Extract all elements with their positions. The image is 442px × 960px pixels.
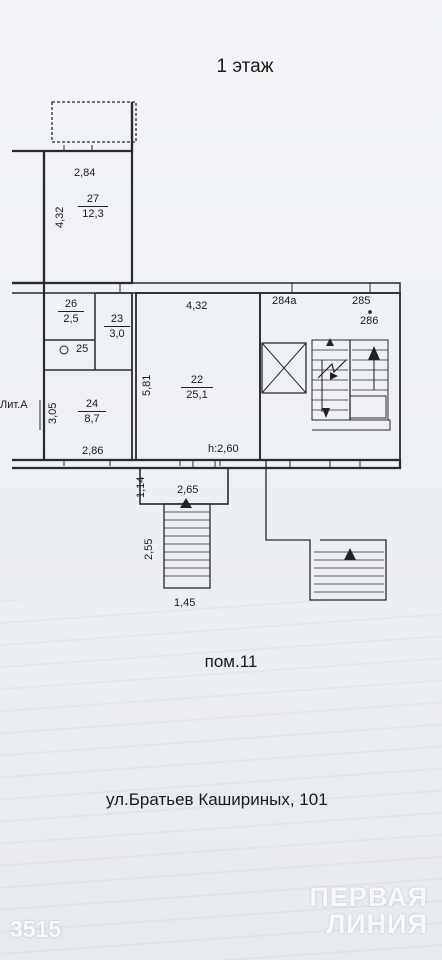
room-27-number: 27 xyxy=(86,193,100,205)
room-25-number: 25 xyxy=(76,343,89,355)
dim-stairs-width: 1,45 xyxy=(174,597,196,609)
room-26-area: 2,5 xyxy=(58,310,84,326)
room-22-number: 22 xyxy=(190,374,204,386)
room-284a-label: 284a xyxy=(272,295,297,307)
elevator-shaft xyxy=(261,342,307,394)
room-286-label: 286 xyxy=(360,315,379,327)
room-27-area: 12,3 xyxy=(78,205,108,221)
entrance-stairs xyxy=(163,503,211,589)
watermark-logo: ПЕРВАЯ ЛИНИЯ xyxy=(310,884,428,938)
balcony-outline xyxy=(51,101,137,143)
room-27-label: 27 12,3 xyxy=(78,193,108,220)
room-23-label: 23 3,0 xyxy=(104,313,130,340)
room-22-label: 22 25,1 xyxy=(181,374,213,401)
room-23-number: 23 xyxy=(110,313,124,325)
dim-22-height: 5,81 xyxy=(141,374,153,396)
dim-24-width: 2,86 xyxy=(82,445,104,457)
room-26-number: 26 xyxy=(64,298,78,310)
listing-code: 3515 xyxy=(10,916,62,942)
lit-label: Лит.А xyxy=(0,399,28,411)
premises-number: пом.11 xyxy=(204,652,258,671)
watermark-line-1: ПЕРВАЯ xyxy=(309,882,428,912)
floor-title: 1 этаж xyxy=(216,56,274,77)
dim-stairs-length: 2,55 xyxy=(143,538,155,560)
paper-background xyxy=(0,600,442,960)
watermark-line-2: ЛИНИЯ xyxy=(326,909,428,939)
room-26-label: 26 2,5 xyxy=(58,298,84,325)
dim-24-height: 3,05 xyxy=(47,402,59,424)
dim-porch-height: 1,14 xyxy=(135,476,147,498)
entry-arrow xyxy=(344,548,356,560)
stair-arrow-down xyxy=(322,408,330,418)
room-285-label: 285 xyxy=(352,295,371,307)
room-23-area: 3,0 xyxy=(104,325,130,341)
room-24-number: 24 xyxy=(85,398,99,410)
room-24-area: 8,7 xyxy=(78,410,106,426)
room-22-area: 25,1 xyxy=(181,386,213,402)
room-27 xyxy=(43,150,133,284)
dim-22-width: 4,32 xyxy=(186,300,208,312)
room-24-label: 24 8,7 xyxy=(78,398,106,425)
address: ул.Братьев Кашириных, 101 xyxy=(106,790,328,809)
dim-27-height: 4,32 xyxy=(54,206,66,228)
dim-porch-width: 2,65 xyxy=(177,484,199,496)
dim-27-width: 2,84 xyxy=(74,167,96,179)
ceiling-height: h:2,60 xyxy=(208,443,239,455)
